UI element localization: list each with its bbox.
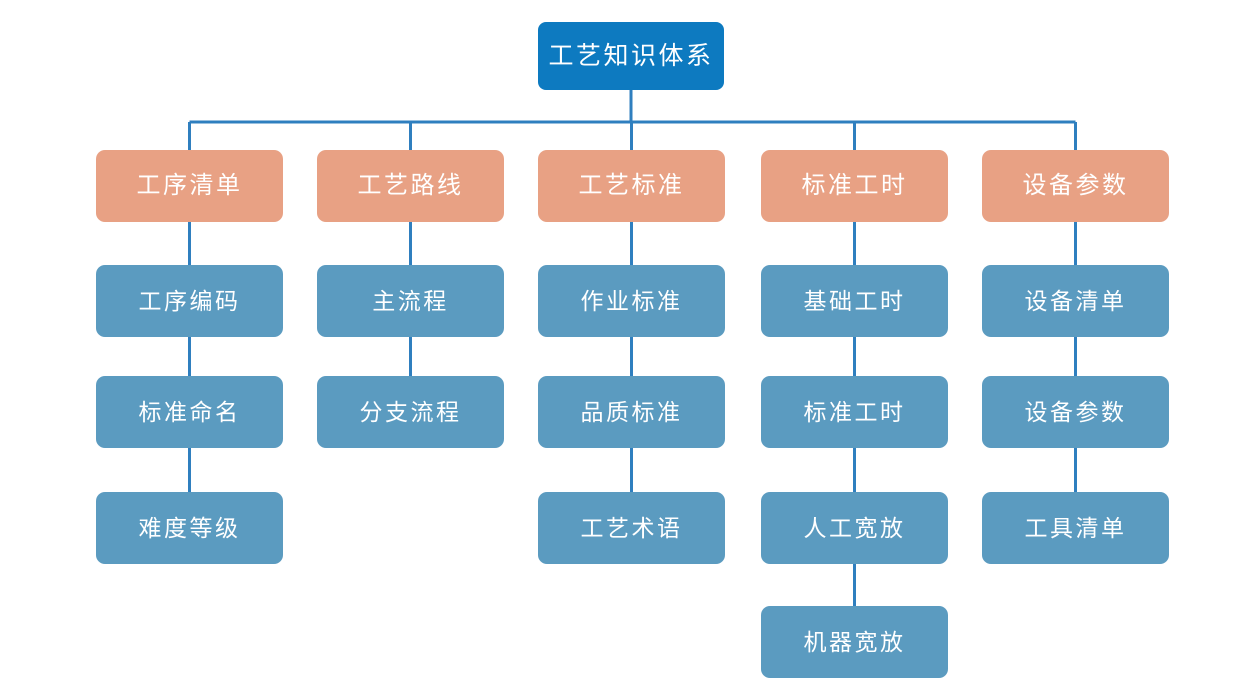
category-node-5[interactable]: 设备参数 <box>982 150 1169 222</box>
leaf-node-3-1[interactable]: 作业标准 <box>538 265 725 337</box>
leaf-node-5-1[interactable]: 设备清单 <box>982 265 1169 337</box>
leaf-node-4-1[interactable]: 基础工时 <box>761 265 948 337</box>
leaf-node-2-2[interactable]: 分支流程 <box>317 376 504 448</box>
leaf-node-1-3[interactable]: 难度等级 <box>96 492 283 564</box>
leaf-node-1-1[interactable]: 工序编码 <box>96 265 283 337</box>
leaf-node-5-2[interactable]: 设备参数 <box>982 376 1169 448</box>
leaf-node-3-3[interactable]: 工艺术语 <box>538 492 725 564</box>
leaf-node-4-4[interactable]: 机器宽放 <box>761 606 948 678</box>
leaf-node-4-3[interactable]: 人工宽放 <box>761 492 948 564</box>
category-node-4[interactable]: 标准工时 <box>761 150 948 222</box>
leaf-node-1-2[interactable]: 标准命名 <box>96 376 283 448</box>
category-node-3[interactable]: 工艺标准 <box>538 150 725 222</box>
category-node-1[interactable]: 工序清单 <box>96 150 283 222</box>
leaf-node-4-2[interactable]: 标准工时 <box>761 376 948 448</box>
leaf-node-3-2[interactable]: 品质标准 <box>538 376 725 448</box>
category-node-2[interactable]: 工艺路线 <box>317 150 504 222</box>
leaf-node-5-3[interactable]: 工具清单 <box>982 492 1169 564</box>
leaf-node-2-1[interactable]: 主流程 <box>317 265 504 337</box>
root-node[interactable]: 工艺知识体系 <box>538 22 724 90</box>
